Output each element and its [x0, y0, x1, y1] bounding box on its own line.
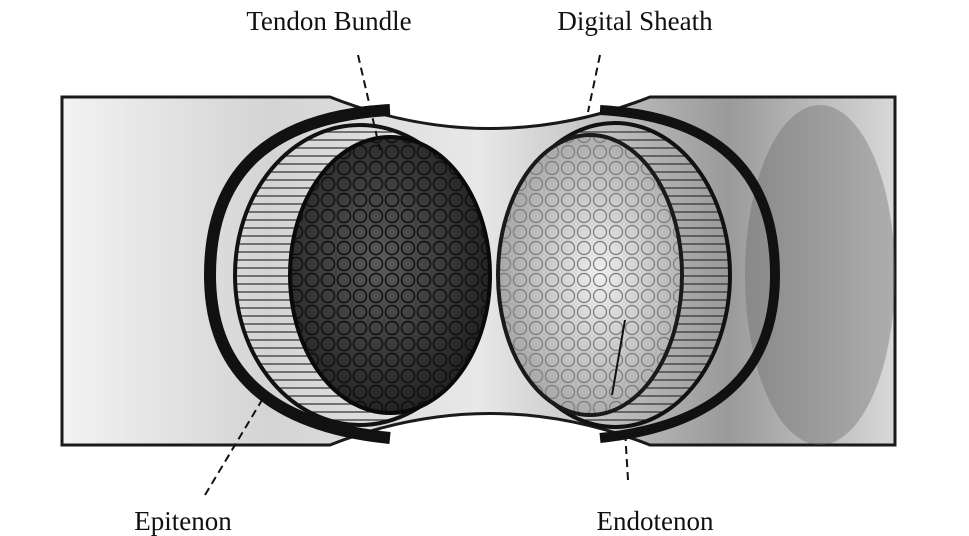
label-tendon-bundle: Tendon Bundle	[246, 6, 411, 36]
right-tendon-bundle	[498, 135, 682, 415]
label-endotenon: Endotenon	[597, 506, 714, 536]
label-digital-sheath: Digital Sheath	[557, 6, 713, 36]
left-tendon-bundle	[290, 137, 490, 413]
sheath-shadow	[745, 105, 895, 445]
digital-sheath-leader	[588, 55, 600, 112]
label-epitenon: Epitenon	[134, 506, 232, 536]
